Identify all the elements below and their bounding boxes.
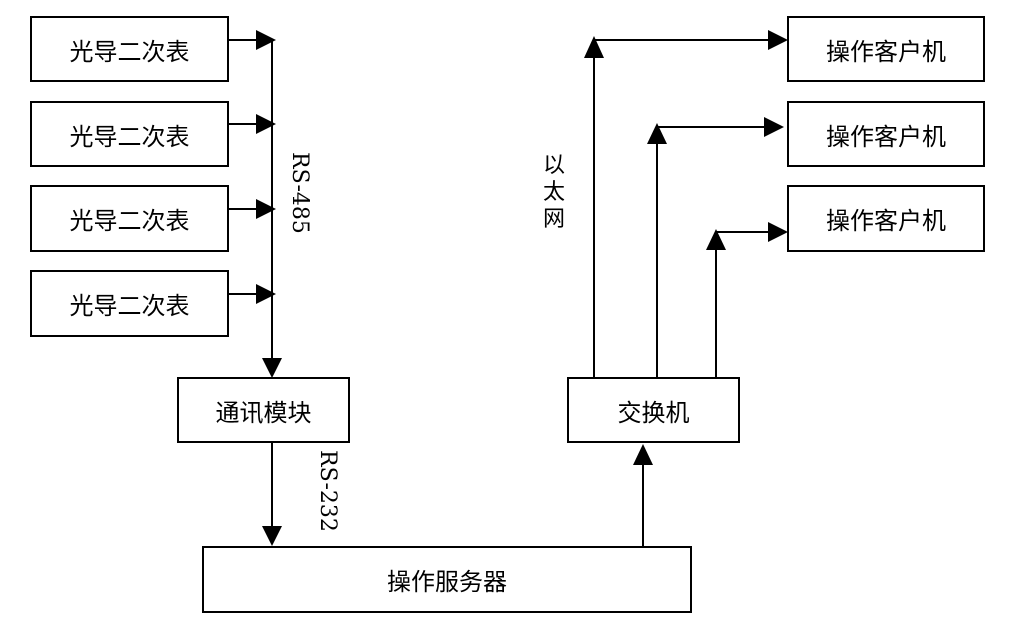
sensor-label: 光导二次表	[69, 207, 190, 235]
server-label: 操作服务器	[387, 568, 507, 596]
sensor-box-1: 光导二次表	[30, 16, 229, 82]
client-box-3: 操作客户机	[787, 185, 985, 252]
client-label: 操作客户机	[826, 37, 946, 66]
sensor-box-3: 光导二次表	[30, 185, 229, 252]
server-box: 操作服务器	[202, 546, 692, 613]
client-box-1: 操作客户机	[787, 16, 985, 82]
sensor-box-4: 光导二次表	[30, 270, 229, 337]
client-box-2: 操作客户机	[787, 101, 985, 167]
comm-module-box: 通讯模块	[177, 377, 350, 443]
sensor-label: 光导二次表	[69, 292, 190, 320]
sensor-label: 光导二次表	[69, 37, 190, 66]
client-label: 操作客户机	[826, 207, 946, 235]
ethernet-label: 以太网	[542, 153, 565, 232]
sensor-label: 光导二次表	[69, 122, 190, 151]
comm-module-label: 通讯模块	[215, 398, 312, 427]
rs232-label: RS-232	[315, 450, 340, 532]
switch-label: 交换机	[617, 398, 690, 427]
switch-box: 交换机	[567, 377, 740, 443]
rs485-label: RS-485	[287, 152, 312, 234]
sensor-box-2: 光导二次表	[30, 101, 229, 167]
client-label: 操作客户机	[826, 122, 946, 151]
